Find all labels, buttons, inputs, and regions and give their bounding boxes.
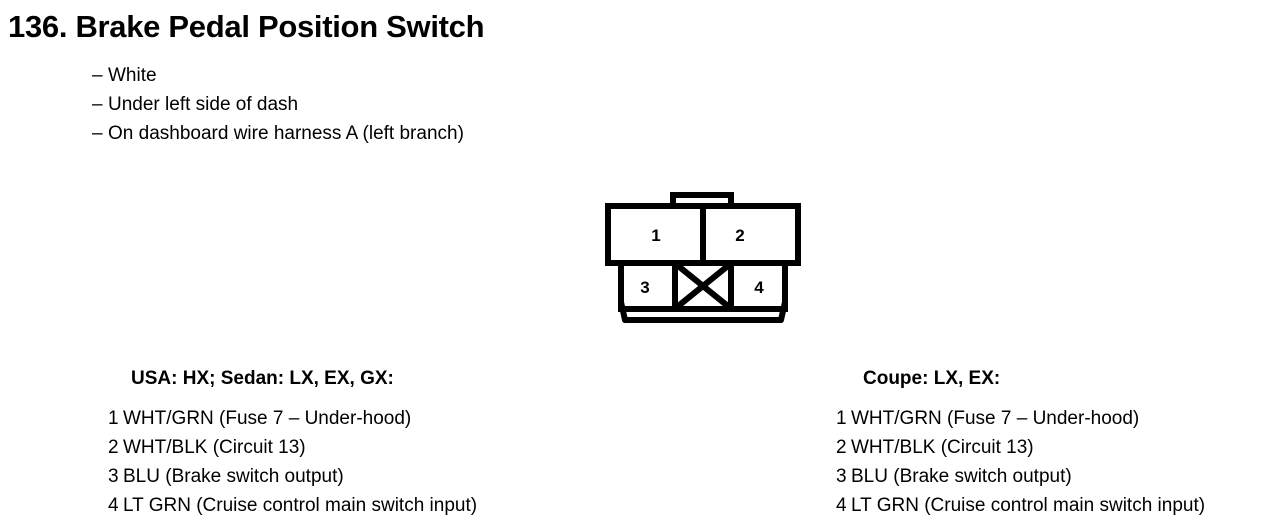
pin-number: 4 [836, 495, 847, 516]
connector-svg: 1 2 3 4 [605, 192, 801, 323]
pin-number: 3 [836, 466, 847, 487]
pin-list-heading: Coupe: LX, EX: [863, 368, 1001, 389]
connector-pin-1-label: 1 [651, 226, 660, 245]
page-title: 136. Brake Pedal Position Switch [8, 9, 485, 44]
spec-list: – White – Under left side of dash – On d… [92, 61, 792, 148]
connector-pin-3-label: 3 [640, 278, 649, 297]
pin-list-heading: USA: HX; Sedan: LX, EX, GX: [131, 368, 394, 389]
pin-number: 2 [108, 437, 119, 458]
pin-list-usa-sedan: USA: HX; Sedan: LX, EX, GX: 1 WHT/GRN (F… [108, 366, 477, 520]
spec-item: – Under left side of dash [92, 90, 792, 119]
pin-description: WHT/GRN (Fuse 7 – Under-hood) [123, 408, 412, 429]
connector-pin-2-label: 2 [735, 226, 744, 245]
pin-number: 4 [108, 495, 119, 516]
pin-list-item: 4 LT GRN (Cruise control main switch inp… [836, 491, 1205, 520]
pin-number: 2 [836, 437, 847, 458]
pin-description: LT GRN (Cruise control main switch input… [123, 495, 478, 516]
pin-number: 1 [836, 408, 847, 429]
pin-list-item: 3 BLU (Brake switch output) [836, 462, 1205, 491]
connector-diagram: 1 2 3 4 [598, 190, 806, 326]
pin-list-coupe: Coupe: LX, EX: 1 WHT/GRN (Fuse 7 – Under… [836, 366, 1205, 520]
pin-list-item: 1 WHT/GRN (Fuse 7 – Under-hood) [108, 404, 477, 433]
connector-pin-4-label: 4 [754, 278, 764, 297]
dash-bullet-icon: – [92, 94, 103, 115]
connector-latch-tab [670, 192, 734, 206]
dash-bullet-icon: – [92, 65, 103, 86]
spec-item-label: Under left side of dash [108, 94, 299, 115]
pin-description: BLU (Brake switch output) [851, 466, 1072, 487]
pin-list-item: 2 WHT/BLK (Circuit 13) [108, 433, 477, 462]
pin-list-item: 3 BLU (Brake switch output) [108, 462, 477, 491]
spec-item-label: White [108, 65, 157, 86]
spec-item: – White [92, 61, 792, 90]
pin-number: 1 [108, 408, 119, 429]
blocked-cavity-x-icon [675, 262, 731, 310]
pin-list-item: 2 WHT/BLK (Circuit 13) [836, 433, 1205, 462]
pin-description: WHT/BLK (Circuit 13) [851, 437, 1034, 458]
pin-number: 3 [108, 466, 119, 487]
spec-item: – On dashboard wire harness A (left bran… [92, 119, 792, 148]
dash-bullet-icon: – [92, 123, 103, 144]
pin-list-item: 1 WHT/GRN (Fuse 7 – Under-hood) [836, 404, 1205, 433]
spec-item-label: On dashboard wire harness A (left branch… [108, 123, 464, 144]
pin-description: LT GRN (Cruise control main switch input… [851, 495, 1206, 516]
connector-base-skirt [618, 301, 788, 323]
pin-description: BLU (Brake switch output) [123, 466, 344, 487]
pin-list-item: 4 LT GRN (Cruise control main switch inp… [108, 491, 477, 520]
pin-description: WHT/BLK (Circuit 13) [123, 437, 306, 458]
pin-description: WHT/GRN (Fuse 7 – Under-hood) [851, 408, 1140, 429]
